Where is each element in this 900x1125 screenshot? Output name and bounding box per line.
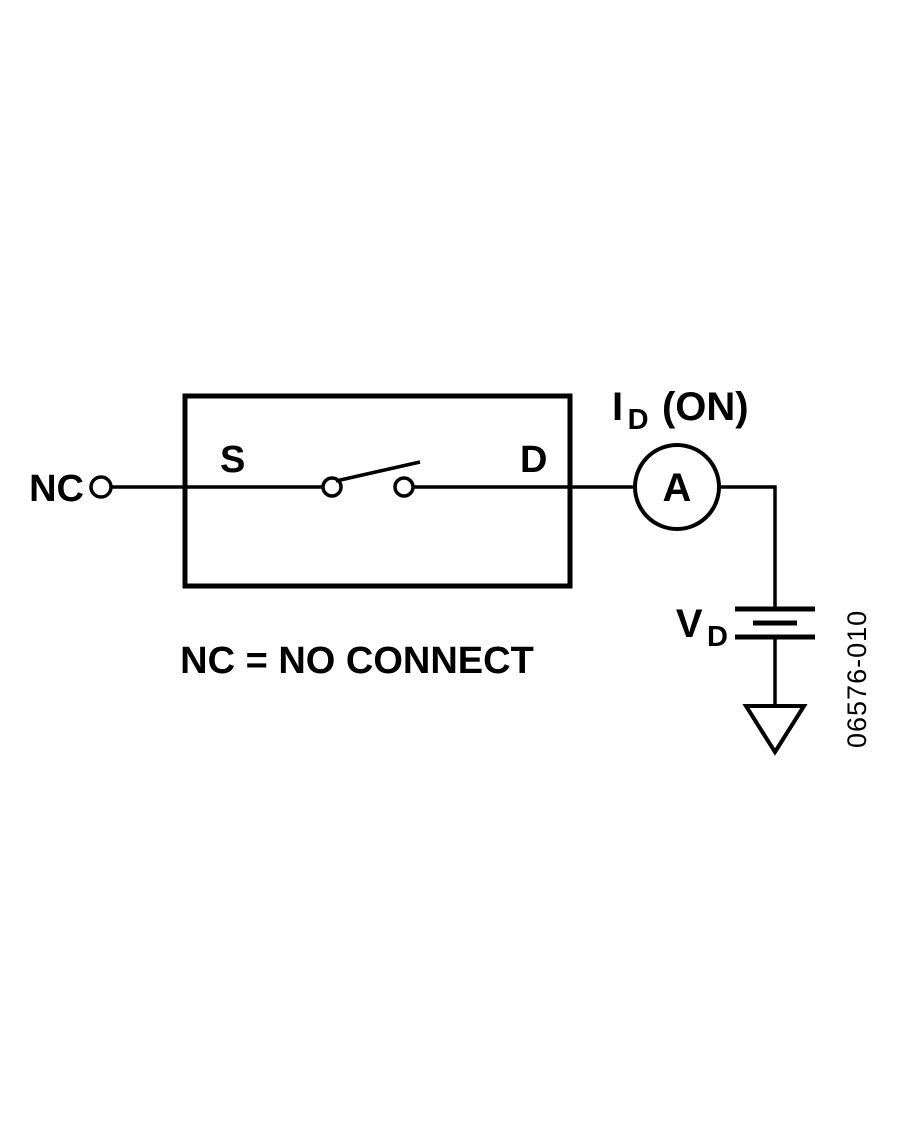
switch-symbol	[321, 460, 421, 498]
ammeter: A	[633, 443, 721, 531]
drain-voltage-label-main: V	[676, 602, 703, 646]
drain-current-label-sub: D	[628, 404, 649, 436]
switch-device-box	[182, 393, 573, 589]
nc-note: NC = NO CONNECT	[180, 640, 534, 682]
drain-voltage-label-sub: D	[707, 621, 728, 653]
nc-terminal-label: NC	[29, 468, 84, 510]
ground-symbol	[742, 704, 808, 756]
switch-right-contact	[393, 476, 415, 498]
switch-blade	[335, 460, 421, 483]
drain-current-label-main: I	[612, 385, 623, 429]
battery-symbol	[735, 606, 815, 640]
nc-terminal-circle	[89, 475, 113, 499]
source-terminal-label: S	[220, 439, 245, 481]
drain-terminal-label: D	[520, 439, 547, 481]
figure-number: 06576-010	[842, 610, 872, 748]
drain-voltage-label: V D	[676, 602, 728, 653]
drain-current-label: I D (ON)	[612, 385, 749, 436]
drain-current-label-suffix: (ON)	[662, 385, 749, 429]
ammeter-label: A	[663, 466, 692, 510]
